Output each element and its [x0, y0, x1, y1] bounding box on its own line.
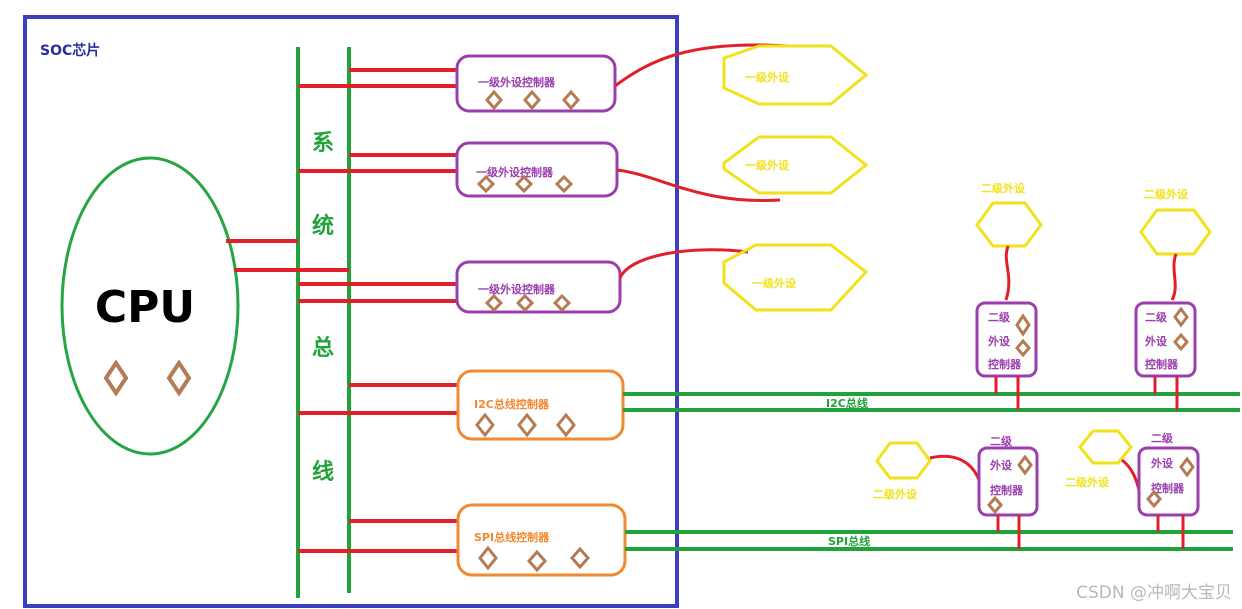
diamond-icon: [514, 174, 534, 194]
primary-peripheral-3: [722, 243, 869, 312]
secondary-link-spi-2: [1121, 458, 1141, 491]
primary-link-2: [616, 168, 781, 203]
primary-controller-1: [455, 54, 617, 113]
diamond-icon: [1173, 306, 1189, 328]
primary-controller-3-label: 一级外设控制器: [478, 282, 556, 296]
diamond-icon: [476, 174, 496, 194]
spi-bus-controller: [456, 503, 627, 577]
diamond-icon: [1173, 332, 1189, 352]
primary-controller-1-label: 一级外设控制器: [478, 75, 556, 89]
secondary-peripheral-spi-2: [1078, 429, 1133, 465]
secondary-controller-spi-2: [1137, 446, 1200, 517]
diamond-icon: [556, 412, 576, 438]
primary-link-1: [614, 43, 789, 88]
diamond-icon: [515, 293, 535, 313]
secondary-link-i2c-2: [1170, 253, 1178, 301]
secondary-controller-text: 二级: [1151, 431, 1174, 445]
primary-peripheral-1: [722, 44, 869, 106]
diamond-icon: [1146, 489, 1162, 509]
secondary-controller-spi-1: [977, 446, 1039, 517]
system-bus-char: 系: [312, 131, 334, 156]
secondary-controller-text: 外设: [1150, 456, 1174, 470]
diamond-icon: [526, 549, 548, 573]
diamond-icon: [478, 545, 498, 571]
secondary-controller-text: 外设: [987, 334, 1011, 348]
primary-controller-2-label: 一级外设控制器: [476, 165, 554, 179]
secondary-controller-text: 二级: [1145, 310, 1168, 324]
primary-controller-2: [455, 141, 619, 198]
system-bus-char: 统: [312, 213, 334, 239]
spi-bus-controller-label: SPI总线控制器: [474, 530, 550, 544]
spi-bus-label: SPI总线: [828, 534, 870, 548]
primary-peripheral-2-label: 一级外设: [745, 158, 790, 172]
csdn-watermark: CSDN @冲啊大宝贝: [1076, 583, 1232, 603]
bus-controller-wires: [298, 68, 458, 553]
secondary-peripheral-spi-1: [875, 441, 932, 480]
secondary-controller-text: 控制器: [1151, 481, 1185, 495]
secondary-controller-i2c-2: [1134, 301, 1197, 378]
secondary-peripheral-i2c-2: [1139, 208, 1212, 256]
diamond-icon: [552, 293, 572, 313]
i2c-bus-label: I2C总线: [826, 396, 868, 410]
secondary-controller-i2c-1: [975, 301, 1038, 378]
diamond-icon: [554, 174, 574, 194]
primary-peripheral-2: [722, 135, 869, 195]
diamond-icon: [1017, 454, 1033, 476]
diamond-icon: [987, 495, 1003, 515]
diamond-icon: [475, 412, 495, 438]
diamond-icon: [485, 89, 503, 111]
diamond-icon: [562, 89, 580, 111]
secondary-controller-text: 外设: [989, 458, 1013, 472]
primary-peripheral-1-label: 一级外设: [745, 70, 790, 84]
soc-chip-title: SOC芯片: [40, 42, 100, 59]
secondary-controller-text: 二级: [990, 434, 1013, 448]
secondary-controller-text: 外设: [1144, 334, 1168, 348]
system-bus-char: 线: [312, 459, 334, 485]
diamond-icon: [484, 293, 504, 313]
diamond-icon: [569, 546, 591, 570]
secondary-controller-text: 控制器: [988, 357, 1022, 371]
primary-link-3: [618, 248, 749, 279]
secondary-controller-text: 控制器: [990, 483, 1024, 497]
secondary-link-i2c-1: [1004, 245, 1011, 301]
secondary-peripheral-i2c-2-label: 二级外设: [1144, 187, 1189, 201]
secondary-controller-text: 二级: [988, 310, 1011, 324]
secondary-peripheral-i2c-1-label: 二级外设: [981, 181, 1026, 195]
diamond-icon: [1179, 456, 1195, 478]
cpu-diamond-icon: [166, 359, 192, 397]
diamond-icon: [523, 89, 541, 111]
secondary-peripheral-spi-2-label: 二级外设: [1065, 475, 1110, 489]
i2c-bus-controller-label: I2C总线控制器: [474, 397, 550, 411]
cpu-ellipse: [60, 156, 240, 456]
diamond-icon: [517, 412, 537, 438]
diamond-icon: [1015, 313, 1031, 337]
primary-peripheral-3-label: 一级外设: [752, 276, 797, 290]
secondary-link-spi-1: [929, 454, 981, 481]
i2c-bus-controller: [456, 369, 625, 441]
secondary-peripheral-spi-1-label: 二级外设: [873, 487, 918, 501]
diamond-icon: [1015, 338, 1031, 358]
soc-chip-border: [23, 15, 679, 608]
secondary-controller-text: 控制器: [1145, 357, 1179, 371]
secondary-peripheral-i2c-1: [975, 201, 1043, 248]
primary-controller-3: [455, 260, 622, 314]
cpu-diamond-icon: [103, 359, 129, 397]
system-bus-char: 总: [312, 335, 334, 361]
cpu-label: CPU: [95, 282, 195, 333]
